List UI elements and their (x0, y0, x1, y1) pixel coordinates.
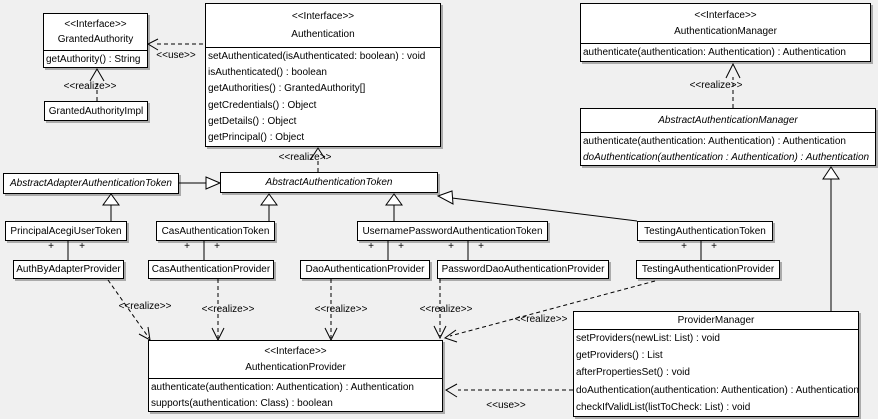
edge-label-realize: <<realize>> (63, 81, 117, 92)
edge-label-use: <<use>> (486, 400, 526, 411)
class-testing-authentication-token[interactable]: TestingAuthenticationToken (637, 221, 773, 241)
class-abstract-adapter-authentication-token[interactable]: AbstractAdapterAuthenticationToken (3, 173, 179, 194)
method-label: afterPropertiesSet() : void (576, 367, 690, 379)
class-granted-authority-impl[interactable]: GrantedAuthorityImpl (44, 101, 148, 121)
edge-gen-userpasstoken (385, 193, 403, 221)
method-label: getProviders() : List (576, 350, 663, 362)
edge-gen-principaltoken (102, 193, 120, 221)
class-name: GrantedAuthorityImpl (48, 105, 144, 117)
class-authentication[interactable]: <<Interface>> Authentication setAuthenti… (205, 3, 441, 147)
method-label: getAuthorities() : GrantedAuthority[] (208, 83, 366, 95)
edge-label-realize: <<realize>> (201, 304, 255, 315)
class-name: AuthByAdapterProvider (16, 264, 121, 275)
multiplicity-plus: + (681, 241, 687, 252)
method-label: authenticate(authentication: Authenticat… (151, 381, 414, 393)
stereotype-label: <<Interface>> (64, 18, 127, 30)
class-name: AuthenticationManager (674, 26, 777, 38)
method-label: isAuthenticated() : boolean (208, 66, 327, 78)
class-cas-authentication-token[interactable]: CasAuthenticationToken (156, 221, 275, 241)
multiplicity-plus: + (214, 241, 220, 252)
class-name: TestingAuthenticationToken (644, 225, 766, 237)
class-username-password-authentication-token[interactable]: UsernamePasswordAuthenticationToken (357, 221, 548, 241)
class-abstract-authentication-manager[interactable]: AbstractAuthenticationManager authentica… (580, 108, 876, 166)
multiplicity-plus: + (711, 241, 717, 252)
method-label: getCredentials() : Object (208, 99, 317, 111)
edge-label-realize: <<realize>> (118, 301, 172, 312)
class-name: PrincipalAcegiUserToken (10, 225, 122, 237)
class-name: UsernamePasswordAuthenticationToken (362, 225, 543, 237)
class-password-dao-authentication-provider[interactable]: PasswordDaoAuthenticationProvider (437, 260, 609, 279)
multiplicity-plus: + (48, 241, 54, 252)
multiplicity-plus: + (398, 241, 404, 252)
class-name: AbstractAuthenticationManager (658, 115, 798, 126)
class-name: AbstractAdapterAuthenticationToken (10, 178, 172, 189)
method-label: getPrincipal() : Object (208, 132, 305, 144)
class-name: AuthenticationProvider (245, 362, 346, 373)
multiplicity-plus: + (184, 241, 190, 252)
class-authentication-provider[interactable]: <<Interface>> AuthenticationProvider aut… (148, 340, 443, 412)
method-label: supports(authentication: Class) : boolea… (151, 397, 333, 409)
class-auth-by-adapter-provider[interactable]: AuthByAdapterProvider (13, 260, 124, 279)
method-label: setProviders(newList: List) : void (576, 333, 720, 345)
edge-use-providermanager (445, 383, 573, 398)
class-provider-manager[interactable]: ProviderManager setProviders(newList: Li… (573, 311, 859, 417)
edge-label-realize: <<realize>> (514, 314, 568, 325)
class-name: CasAuthenticationProvider (151, 264, 271, 275)
multiplicity-plus: + (448, 241, 454, 252)
edge-label-use: <<use>> (156, 50, 196, 61)
edge-label-realize: <<realize>> (419, 304, 473, 315)
class-name: Authentication (291, 29, 355, 40)
method-label: authenticate(authentication: Authenticat… (583, 47, 846, 58)
method-label: doAuthentication(authentication: Authent… (576, 384, 859, 396)
edge-label-realize: <<realize>> (689, 80, 743, 91)
method-label: setAuthenticated(isAuthenticated: boolea… (208, 50, 426, 62)
method-label: checkIfValidList(listToCheck: List) : vo… (576, 401, 751, 413)
class-authentication-manager[interactable]: <<Interface>> AuthenticationManager auth… (580, 3, 871, 62)
edge-label-realize: <<realize>> (278, 152, 332, 163)
edge-gen-castoken (260, 193, 278, 221)
class-abstract-authentication-token[interactable]: AbstractAuthenticationToken (220, 172, 438, 193)
class-name: CasAuthenticationToken (161, 225, 270, 237)
stereotype-label: <<Interface>> (694, 9, 757, 21)
stereotype-label: <<Interface>> (264, 346, 327, 357)
method-label: getAuthority() : String (46, 53, 141, 65)
edge-use-authentication-to-grantedauthority (146, 38, 203, 51)
edge-gen-abstractadapter-to-abstracttoken (179, 176, 222, 190)
multiplicity-plus: + (478, 241, 484, 252)
class-name: DaoAuthenticationProvider (305, 264, 425, 275)
class-name: AbstractAuthenticationToken (265, 177, 393, 188)
edge-label-realize: <<realize>> (314, 304, 368, 315)
class-name: ProviderManager (677, 315, 755, 326)
multiplicity-plus: + (368, 241, 374, 252)
stereotype-label: <<Interface>> (291, 11, 355, 22)
method-label: getDetails() : Object (208, 115, 297, 127)
class-testing-authentication-provider[interactable]: TestingAuthenticationProvider (636, 260, 780, 279)
class-name: TestingAuthenticationProvider (641, 264, 775, 275)
edge-gen-testingtoken (436, 190, 638, 222)
multiplicity-plus: + (79, 241, 85, 252)
method-label: authenticate(authentication: Authenticat… (583, 135, 846, 147)
edge-gen-providermanager-to-abstractmanager (822, 166, 840, 311)
class-cas-authentication-provider[interactable]: CasAuthenticationProvider (148, 260, 274, 279)
class-name: GrantedAuthority (57, 34, 134, 46)
class-principal-acegi-user-token[interactable]: PrincipalAcegiUserToken (5, 221, 127, 241)
class-granted-authority[interactable]: <<Interface>> GrantedAuthority getAuthor… (43, 13, 148, 68)
method-label: doAuthentication(authentication : Authen… (583, 151, 870, 163)
class-dao-authentication-provider[interactable]: DaoAuthenticationProvider (300, 260, 430, 279)
class-name: PasswordDaoAuthenticationProvider (441, 264, 605, 275)
